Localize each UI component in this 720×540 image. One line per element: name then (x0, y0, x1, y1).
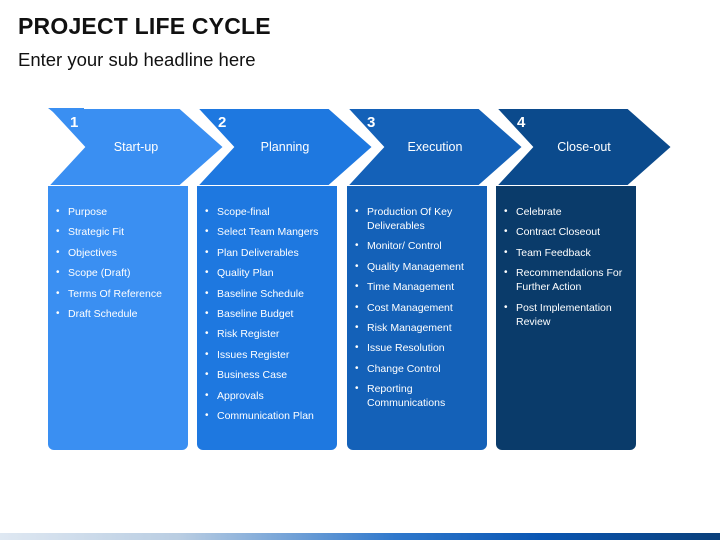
list-item: Select Team Mangers (203, 225, 329, 239)
list-item: Change Control (353, 362, 479, 376)
list-item: Time Management (353, 280, 479, 294)
stage-number-1: 1 (70, 114, 78, 131)
list-item: Celebrate (502, 205, 628, 219)
list-item: Objectives (54, 246, 180, 260)
page-subtitle: Enter your sub headline here (18, 49, 256, 70)
list-item: Recommendations For Further Action (502, 266, 628, 294)
stage-label-4: Close-out (557, 140, 611, 154)
stage-3-list: Production Of Key Deliverables Monitor/ … (353, 205, 479, 410)
chevron-tab-stage-1 (48, 108, 84, 136)
list-item: Scope (Draft) (54, 266, 180, 280)
list-item: Team Feedback (502, 246, 628, 260)
stage-number-2: 2 (218, 114, 226, 131)
list-item: Draft Schedule (54, 307, 180, 321)
list-item: Baseline Schedule (203, 287, 329, 301)
stage-column-2: Scope-final Select Team Mangers Plan Del… (197, 186, 337, 450)
list-item: Strategic Fit (54, 225, 180, 239)
list-item: Approvals (203, 389, 329, 403)
list-item: Purpose (54, 205, 180, 219)
list-item: Plan Deliverables (203, 246, 329, 260)
list-item: Reporting Communications (353, 382, 479, 410)
stage-label-2: Planning (261, 140, 310, 154)
stage-column-3: Production Of Key Deliverables Monitor/ … (347, 186, 487, 450)
list-item: Communication Plan (203, 409, 329, 423)
stage-column-1: Purpose Strategic Fit Objectives Scope (… (48, 186, 188, 450)
list-item: Cost Management (353, 301, 479, 315)
stage-column-4: Celebrate Contract Closeout Team Feedbac… (496, 186, 636, 450)
stage-2-list: Scope-final Select Team Mangers Plan Del… (203, 205, 329, 423)
list-item: Terms Of Reference (54, 287, 180, 301)
list-item: Contract Closeout (502, 225, 628, 239)
list-item: Scope-final (203, 205, 329, 219)
list-item: Issues Register (203, 348, 329, 362)
stage-number-3: 3 (367, 114, 375, 131)
list-item: Monitor/ Control (353, 239, 479, 253)
list-item: Risk Register (203, 327, 329, 341)
list-item: Production Of Key Deliverables (353, 205, 479, 233)
stage-label-1: Start-up (114, 140, 159, 154)
stage-number-4: 4 (517, 114, 526, 131)
stage-label-3: Execution (408, 140, 463, 154)
list-item: Baseline Budget (203, 307, 329, 321)
list-item: Issue Resolution (353, 341, 479, 355)
stage-chevrons: 1 Start-up 2 Planning 3 Execution 4 Clos… (45, 107, 674, 187)
list-item: Business Case (203, 368, 329, 382)
list-item: Risk Management (353, 321, 479, 335)
page-title: PROJECT LIFE CYCLE (18, 13, 271, 39)
footer-gradient-bar (0, 533, 720, 540)
list-item: Quality Plan (203, 266, 329, 280)
stage-4-list: Celebrate Contract Closeout Team Feedbac… (502, 205, 628, 329)
stage-1-list: Purpose Strategic Fit Objectives Scope (… (54, 205, 180, 321)
list-item: Quality Management (353, 260, 479, 274)
list-item: Post Implementation Review (502, 301, 628, 329)
